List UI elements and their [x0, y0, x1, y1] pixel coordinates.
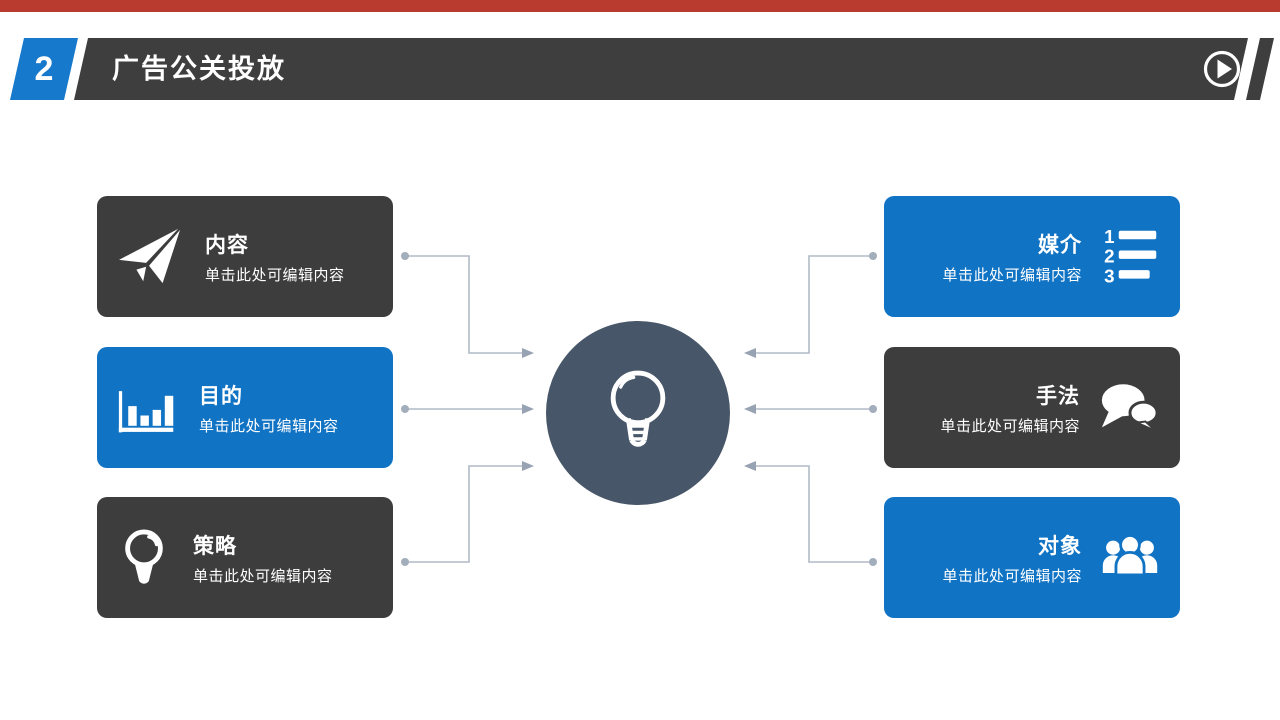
card-title: 手法	[1036, 384, 1080, 408]
play-icon[interactable]	[1200, 47, 1244, 91]
lightbulb-icon	[610, 370, 666, 447]
section-number: 2	[34, 49, 54, 88]
card-subtitle: 单击此处可编辑内容	[199, 417, 339, 435]
card-subtitle: 单击此处可编辑内容	[205, 266, 345, 284]
card-subtitle: 单击此处可编辑内容	[942, 266, 1082, 284]
svg-text:1: 1	[1104, 227, 1114, 247]
bar-chart-icon	[117, 378, 177, 438]
card-title: 对象	[1038, 534, 1082, 558]
card-audience[interactable]: 对象 单击此处可编辑内容	[884, 497, 1180, 618]
header-bar	[74, 38, 1248, 100]
page-title: 广告公关投放	[112, 54, 286, 84]
lightbulb-icon	[117, 526, 171, 590]
svg-text:2: 2	[1104, 245, 1114, 266]
center-hub	[546, 321, 730, 505]
card-subtitle: 单击此处可编辑内容	[942, 567, 1082, 585]
card-title: 策略	[193, 534, 237, 558]
svg-text:3: 3	[1104, 265, 1114, 286]
card-subtitle: 单击此处可编辑内容	[940, 417, 1080, 435]
slide-header: 2 广告公关投放	[0, 38, 1280, 100]
card-title: 目的	[199, 384, 243, 408]
card-content[interactable]: 内容 单击此处可编辑内容	[97, 196, 393, 317]
people-group-icon	[1100, 531, 1160, 585]
card-title: 内容	[205, 233, 249, 257]
top-accent-bar	[0, 0, 1280, 12]
card-media[interactable]: 媒介 单击此处可编辑内容 1 2 3	[884, 196, 1180, 317]
card-method[interactable]: 手法 单击此处可编辑内容	[884, 347, 1180, 468]
card-purpose[interactable]: 目的 单击此处可编辑内容	[97, 347, 393, 468]
paper-plane-icon	[117, 226, 183, 288]
numbered-list-icon: 1 2 3	[1100, 227, 1160, 287]
card-title: 媒介	[1038, 233, 1082, 257]
card-strategy[interactable]: 策略 单击此处可编辑内容	[97, 497, 393, 618]
chat-bubbles-icon	[1098, 380, 1160, 436]
card-subtitle: 单击此处可编辑内容	[193, 567, 333, 585]
